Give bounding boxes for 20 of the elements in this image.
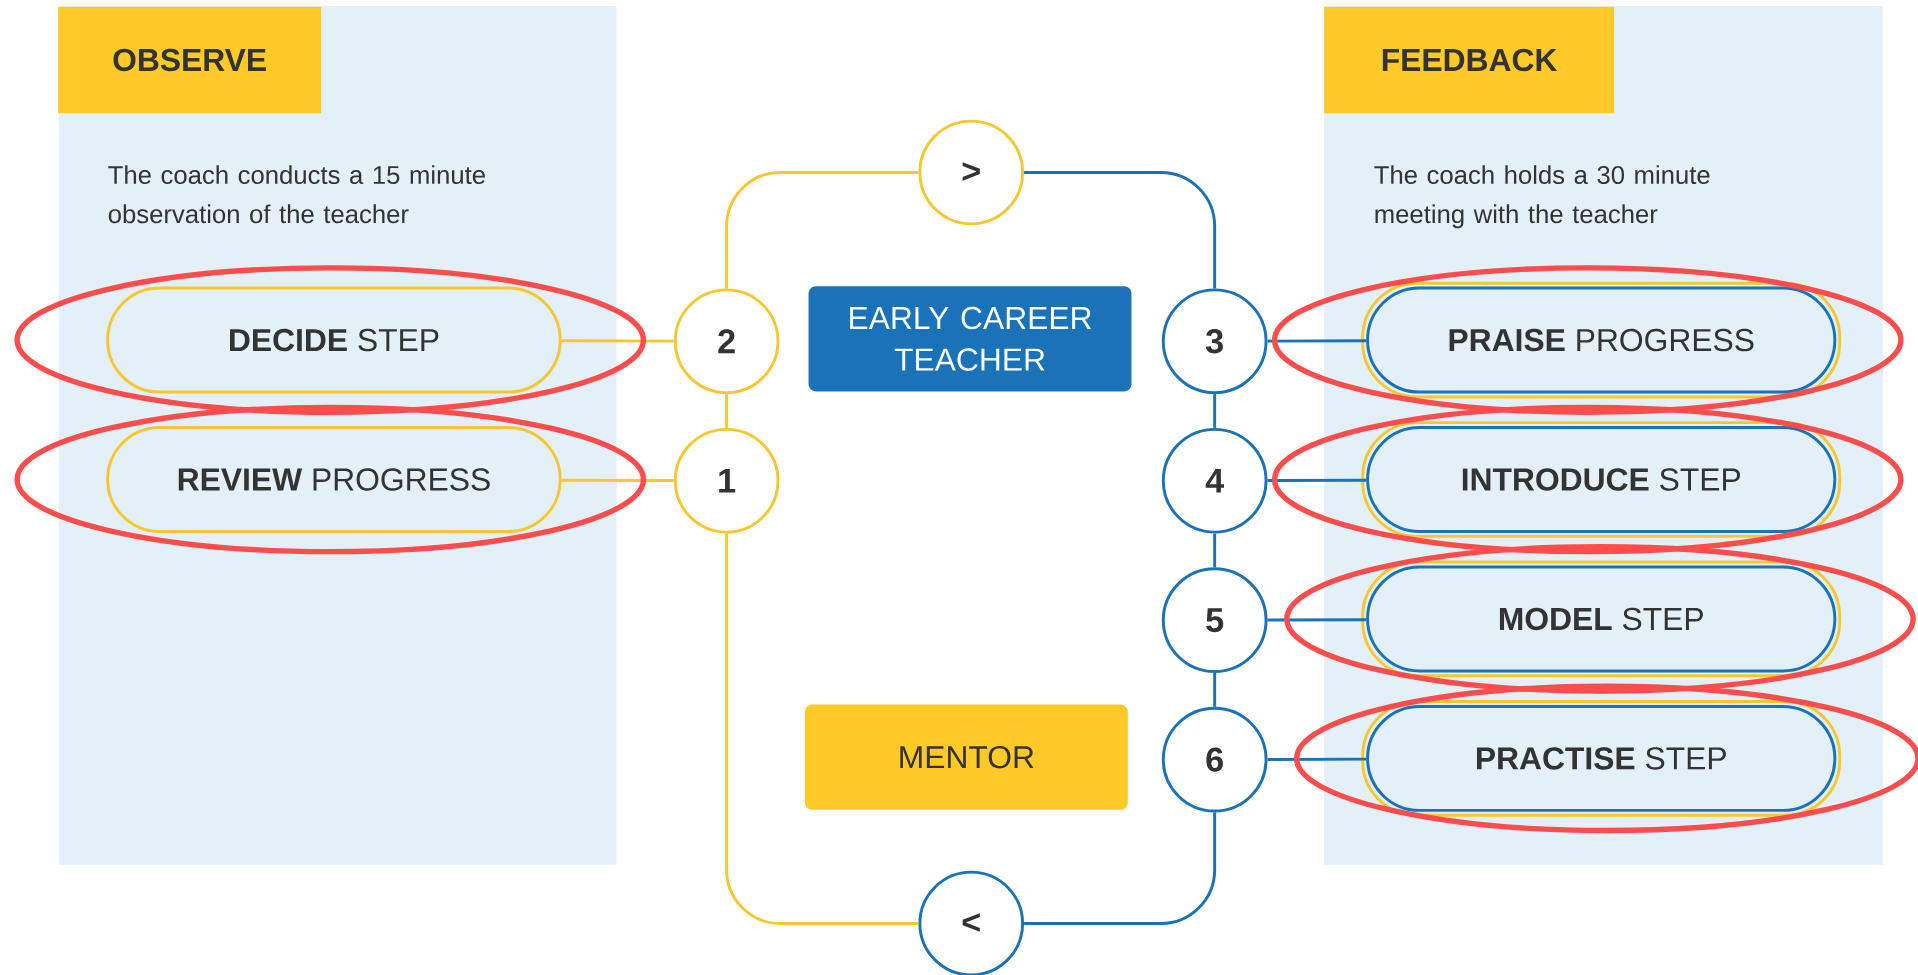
step-pill: DECIDE STEP — [106, 286, 562, 394]
connector-line — [725, 171, 919, 289]
description-text: The coach conducts a 15 minute observation of the teacher — [108, 165, 485, 224]
step-pill: REVIEW PROGRESS — [106, 426, 562, 533]
connector-line — [1024, 812, 1217, 926]
connector-line — [1213, 673, 1217, 707]
step-pill: MODEL STEP — [1361, 560, 1842, 678]
role-box: MENTOR — [804, 704, 1128, 810]
connector-line — [725, 394, 729, 428]
step-pill: PRACTISE STEP — [1361, 700, 1842, 817]
step-pill: INTRODUCE STEP — [1361, 421, 1842, 538]
description-text: The coach holds a 30 minute meeting with the teacher — [1374, 165, 1710, 229]
heading-tab: FEEDBACK — [1324, 6, 1615, 114]
step-pill: PRAISE PROGRESS — [1361, 281, 1842, 399]
connector-line — [1213, 533, 1217, 568]
connector-line — [1213, 394, 1217, 428]
connector-line — [1024, 171, 1217, 289]
role-box: EARLY CAREER TEACHER — [808, 286, 1132, 392]
connector-line — [725, 533, 919, 926]
heading-tab: OBSERVE — [58, 6, 322, 114]
